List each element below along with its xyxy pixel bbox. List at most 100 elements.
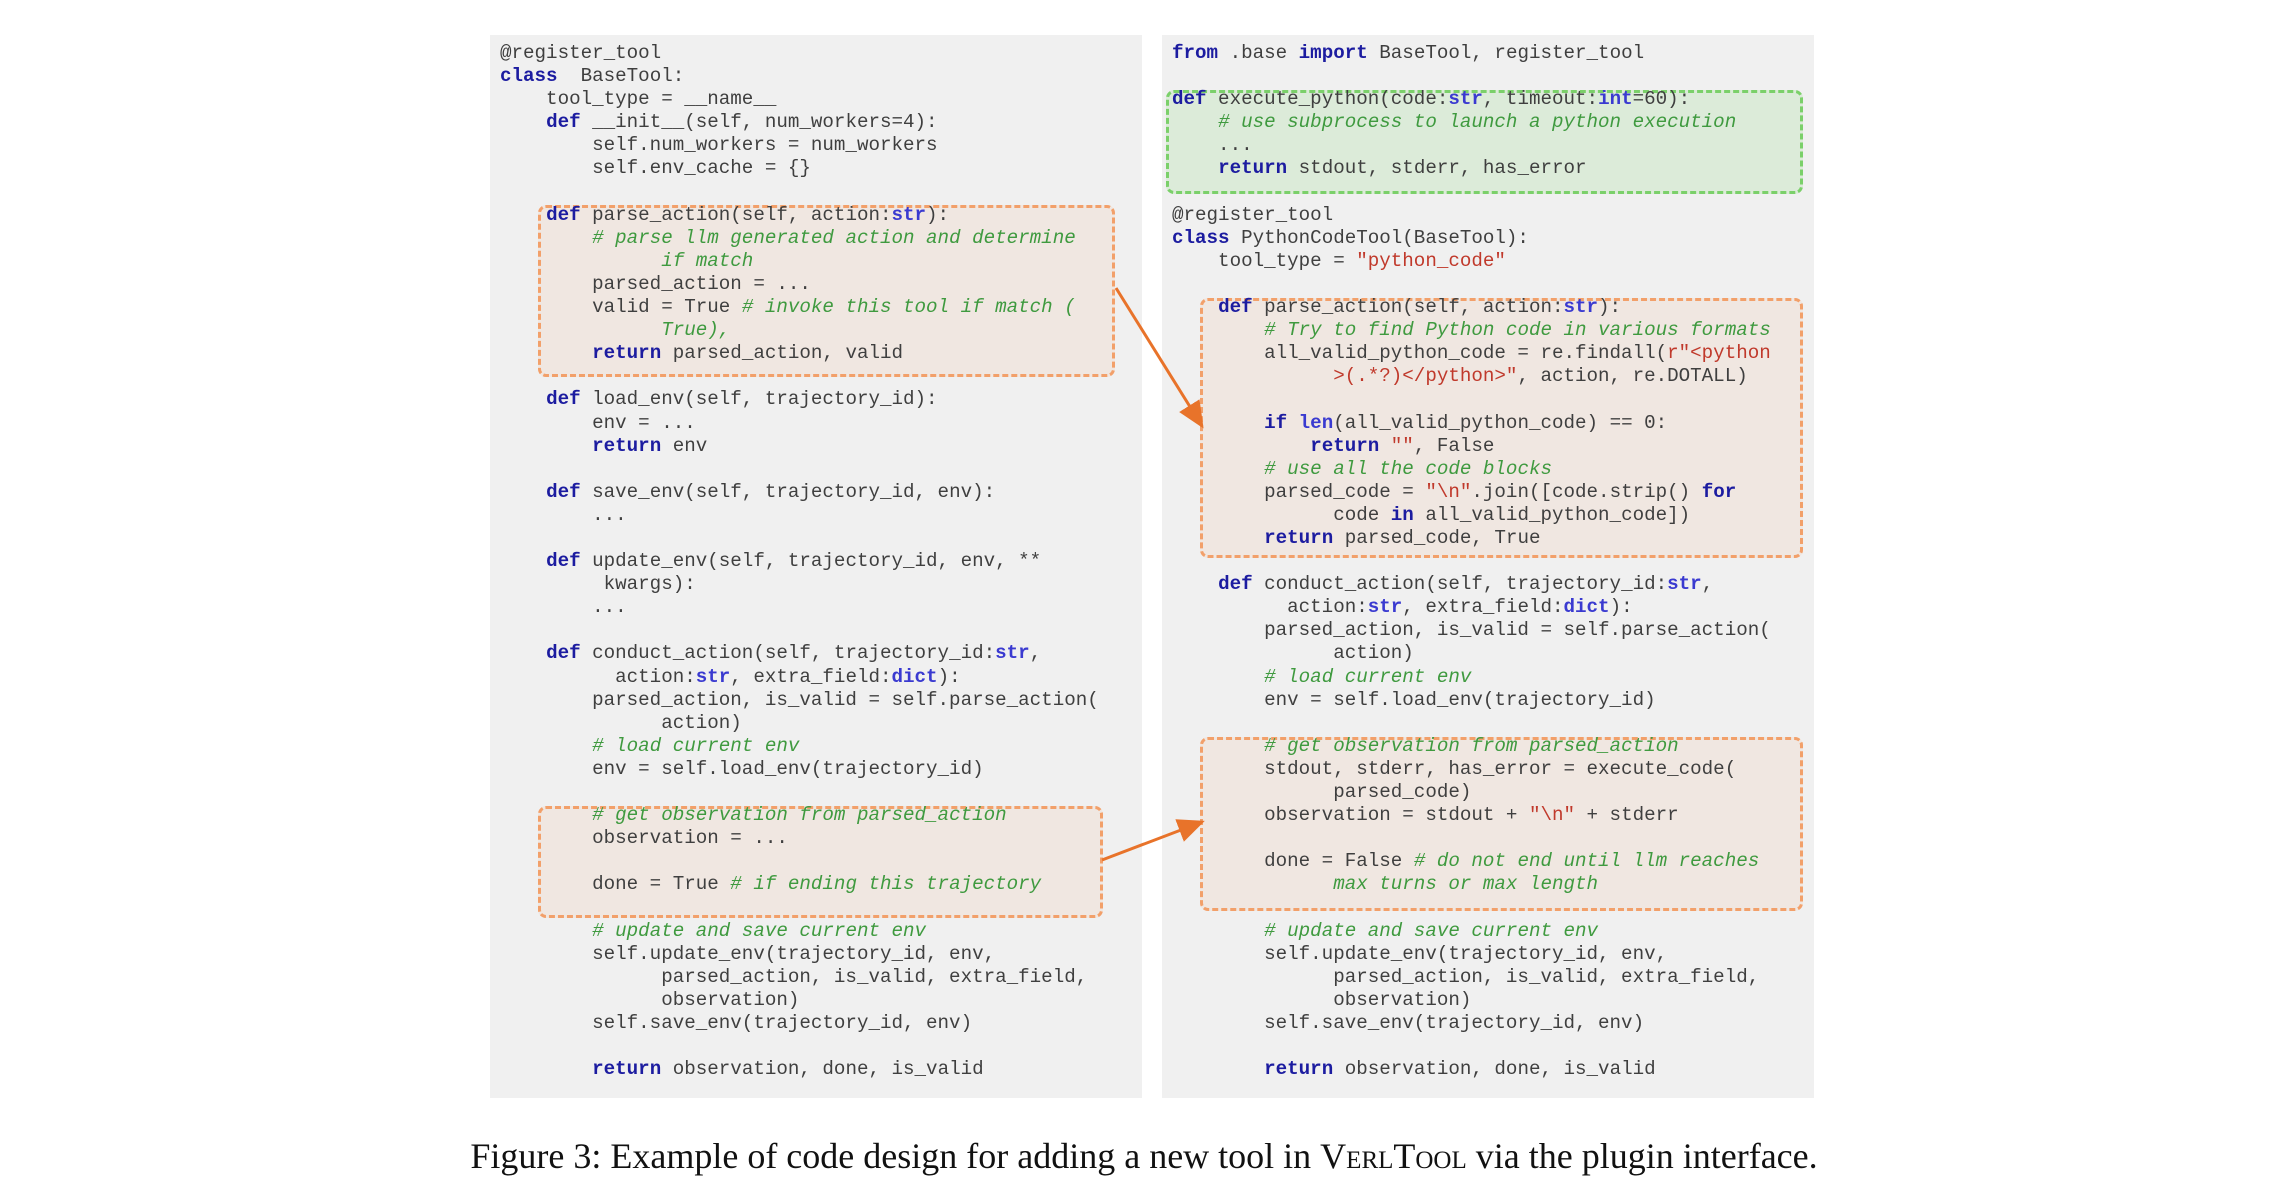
- code-line: parsed_code): [1172, 781, 1472, 803]
- code-line: class BaseTool:: [500, 65, 685, 88]
- code-line: self.update_env(trajectory_id, env,: [1172, 942, 1668, 965]
- code-line: # parse llm generated action and determi…: [592, 226, 1076, 249]
- code-line: # use subprocess to launch a python exec…: [1218, 111, 1737, 134]
- code-line: return parsed_action, valid: [592, 342, 904, 365]
- code-line: parsed_action, is_valid = self.parse_act…: [500, 688, 1099, 711]
- code-line: def parse_action(self, action:str):: [1218, 296, 1622, 319]
- code-line: done = False # do not end until llm reac…: [1172, 850, 1760, 873]
- code-line: ...: [500, 503, 627, 526]
- code-line: observation = stdout + "\n" + stderr: [1172, 804, 1679, 827]
- code-line: if len(all_valid_python_code) == 0:: [1264, 411, 1668, 434]
- code-line: max turns or max length: [1333, 873, 1599, 896]
- code-line: all_valid_python_code = re.findall(r"<py…: [1172, 342, 1771, 365]
- code-line: [1172, 712, 1814, 735]
- code-line: env = self.load_env(trajectory_id): [1172, 688, 1656, 711]
- code-line: [500, 458, 1142, 481]
- code-line: parsed_action, is_valid, extra_field,: [1172, 965, 1760, 988]
- code-line: def conduct_action(self, trajectory_id:s…: [1218, 573, 1714, 596]
- code-line: env = ...: [500, 411, 696, 434]
- code-line: code in all_valid_python_code]): [1172, 503, 1691, 526]
- code-line: parsed_code = "\n".join([code.strip() fo…: [1172, 480, 1737, 503]
- code-line: [1172, 273, 1814, 296]
- code-line: # update and save current env: [1264, 919, 1599, 942]
- observation-highlight-left: [538, 806, 1103, 918]
- code-line: kwargs):: [500, 573, 696, 596]
- code-line: [500, 181, 1142, 204]
- code-line: [1172, 1035, 1814, 1058]
- parse-action-highlight-right: [1200, 298, 1803, 558]
- code-line: [500, 527, 1142, 550]
- code-line: return stdout, stderr, has_error: [1218, 157, 1587, 180]
- code-line: observation): [500, 988, 800, 1011]
- code-line: def save_env(self, trajectory_id, env):: [546, 480, 996, 503]
- figure-caption: Figure 3: Example of code design for add…: [0, 1136, 2288, 1176]
- code-line: ...: [1172, 134, 1253, 157]
- code-line: tool_type = "python_code": [1172, 249, 1506, 272]
- code-line: ...: [500, 596, 627, 619]
- code-line: @register_tool: [500, 42, 662, 64]
- code-line: parsed_action = ...: [500, 272, 811, 295]
- code-line: action): [500, 711, 742, 734]
- code-line: return observation, done, is_valid: [592, 1058, 984, 1081]
- caption-prefix: Figure 3: Example of code design for add…: [470, 1136, 1321, 1176]
- code-line: self.save_env(trajectory_id, env): [1172, 1011, 1645, 1034]
- code-line: def __init__(self, num_workers=4):: [546, 111, 938, 134]
- code-line: self.update_env(trajectory_id, env,: [500, 942, 996, 965]
- code-line: [1172, 827, 1814, 850]
- code-line: def execute_python(code:str, timeout:int…: [1172, 88, 1691, 111]
- code-line: action:str, extra_field:dict):: [1172, 596, 1633, 619]
- code-line: [500, 1035, 1142, 1058]
- code-line: True),: [661, 319, 731, 342]
- code-line: [500, 619, 1142, 642]
- code-line: return observation, done, is_valid: [1264, 1058, 1656, 1081]
- code-line: self.num_workers = num_workers: [500, 134, 938, 157]
- code-line: # update and save current env: [592, 919, 927, 942]
- code-line: # Try to find Python code in various for…: [1264, 319, 1771, 342]
- code-line: action:str, extra_field:dict):: [500, 665, 961, 688]
- code-line: >(.*?)</python>", action, re.DOTALL): [1333, 365, 1748, 388]
- code-line: [1172, 896, 1814, 919]
- code-line: # load current env: [592, 734, 800, 757]
- code-line: return "", False: [1310, 434, 1495, 457]
- code-line: # load current env: [1264, 665, 1472, 688]
- code-line: def conduct_action(self, trajectory_id:s…: [546, 642, 1042, 665]
- code-line: parsed_action, is_valid = self.parse_act…: [1172, 619, 1771, 642]
- code-line: return env: [592, 434, 708, 457]
- code-line: parsed_action, is_valid, extra_field,: [500, 965, 1088, 988]
- code-line: # get observation from parsed_action: [592, 804, 1007, 827]
- code-line: [1172, 181, 1814, 204]
- code-line: # use all the code blocks: [1264, 457, 1552, 480]
- code-line: [500, 365, 1142, 388]
- code-line: [500, 896, 1142, 919]
- code-line: [1172, 388, 1814, 411]
- code-line: from .base import BaseTool, register_too…: [1172, 42, 1645, 64]
- code-line: [500, 850, 1142, 873]
- code-line: done = True # if ending this trajectory: [500, 873, 1042, 896]
- code-line: def update_env(self, trajectory_id, env,…: [546, 550, 1042, 573]
- code-line: stdout, stderr, has_error = execute_code…: [1172, 757, 1737, 780]
- code-line: self.save_env(trajectory_id, env): [500, 1011, 973, 1034]
- code-line: return parsed_code, True: [1264, 526, 1541, 549]
- code-line: class PythonCodeTool(BaseTool):: [1172, 226, 1529, 249]
- code-line: self.env_cache = {}: [500, 157, 811, 180]
- code-line: [1172, 550, 1814, 573]
- python-code-tool-code-panel: from .base import BaseTool, register_too…: [1162, 35, 1814, 1098]
- code-line: observation = ...: [500, 827, 788, 850]
- caption-suffix: via the plugin interface.: [1466, 1136, 1818, 1176]
- code-line: action): [1172, 642, 1414, 665]
- code-line: if match: [661, 249, 754, 272]
- code-line: observation): [1172, 988, 1472, 1011]
- code-line: def parse_action(self, action:str):: [546, 203, 950, 226]
- observation-highlight-right: [1200, 737, 1803, 911]
- code-line: valid = True # invoke this tool if match…: [500, 296, 1076, 319]
- python-code-tool-code: from .base import BaseTool, register_too…: [1172, 42, 1814, 1081]
- code-line: tool_type = __name__: [500, 88, 777, 111]
- code-line: [500, 781, 1142, 804]
- code-line: [1172, 65, 1814, 88]
- code-line: def load_env(self, trajectory_id):: [546, 388, 938, 411]
- code-line: env = self.load_env(trajectory_id): [500, 757, 984, 780]
- code-line: # get observation from parsed_action: [1264, 734, 1679, 757]
